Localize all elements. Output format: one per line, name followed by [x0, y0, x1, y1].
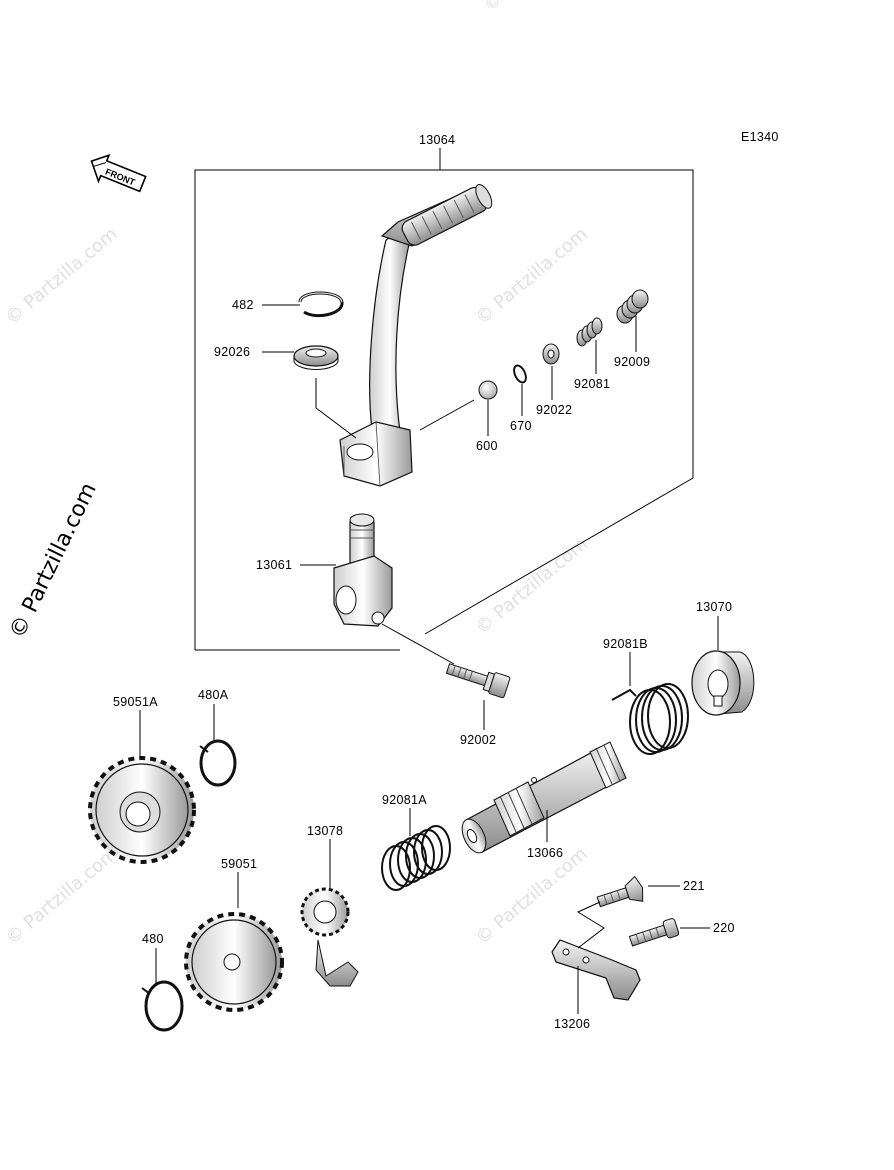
circlip-482-icon — [298, 291, 344, 318]
label-221: 221 — [683, 879, 705, 893]
seal-92026-icon — [293, 345, 339, 370]
watermark-left-1: © Partzilla.com — [2, 223, 122, 328]
assembly-box — [194, 148, 694, 651]
label-92081B: 92081B — [603, 637, 648, 651]
watermark-mid-2: © Partzilla.com — [472, 533, 592, 638]
label-600: 600 — [476, 439, 498, 453]
screw-221-icon — [596, 875, 644, 908]
label-13064: 13064 — [419, 133, 455, 147]
washer-92022-icon — [542, 343, 560, 365]
kick-shaft-lever-13061-icon — [333, 513, 393, 627]
label-59051: 59051 — [221, 857, 257, 871]
gear-59051-icon — [184, 912, 284, 1012]
ring-670-icon — [513, 364, 527, 384]
watermark-left-2: © Partzilla.com — [2, 843, 122, 948]
kick-pedal-lever-icon — [339, 183, 493, 487]
spring-92081-icon — [576, 317, 603, 347]
label-92002: 92002 — [460, 733, 496, 747]
circlip-480-icon — [141, 980, 184, 1032]
label-59051A: 59051A — [113, 695, 158, 709]
label-480: 480 — [142, 932, 164, 946]
front-arrow-icon: FRONT — [90, 153, 147, 193]
kick-shaft-13066-icon — [461, 741, 627, 854]
diagram-code: E1340 — [741, 130, 779, 144]
label-13078: 13078 — [307, 824, 343, 838]
ratchet-13078-icon — [300, 887, 359, 987]
label-480A: 480A — [198, 688, 229, 702]
torsion-spring-92081B-icon — [611, 683, 689, 755]
part-labels: 13064 482 92026 600 670 92022 92081 9200… — [113, 133, 735, 1031]
guide-13206-icon — [551, 939, 641, 1001]
label-13066: 13066 — [527, 846, 563, 860]
label-13206: 13206 — [554, 1017, 590, 1031]
label-220: 220 — [713, 921, 735, 935]
gear-59051A-icon — [88, 756, 196, 864]
label-92009: 92009 — [614, 355, 650, 369]
leader-lines — [139, 304, 719, 1014]
collar-13070-icon — [691, 650, 755, 716]
label-482: 482 — [232, 298, 254, 312]
spring-92009-icon — [616, 289, 649, 324]
watermark-top: © Partzilla.com — [480, 0, 587, 15]
label-670: 670 — [510, 419, 532, 433]
label-92081: 92081 — [574, 377, 610, 391]
label-13070: 13070 — [696, 600, 732, 614]
circlip-480A-icon — [199, 739, 237, 787]
watermark-mid-1: © Partzilla.com — [472, 223, 592, 328]
label-92026: 92026 — [214, 345, 250, 359]
label-13061: 13061 — [256, 558, 292, 572]
screw-220-icon — [628, 918, 680, 947]
label-92022: 92022 — [536, 403, 572, 417]
bolt-92002-icon — [445, 663, 511, 699]
watermark-large: © Partzilla.com — [5, 479, 102, 643]
spring-92081A-icon — [381, 825, 451, 891]
ball-600-icon — [478, 380, 498, 400]
label-92081A: 92081A — [382, 793, 427, 807]
